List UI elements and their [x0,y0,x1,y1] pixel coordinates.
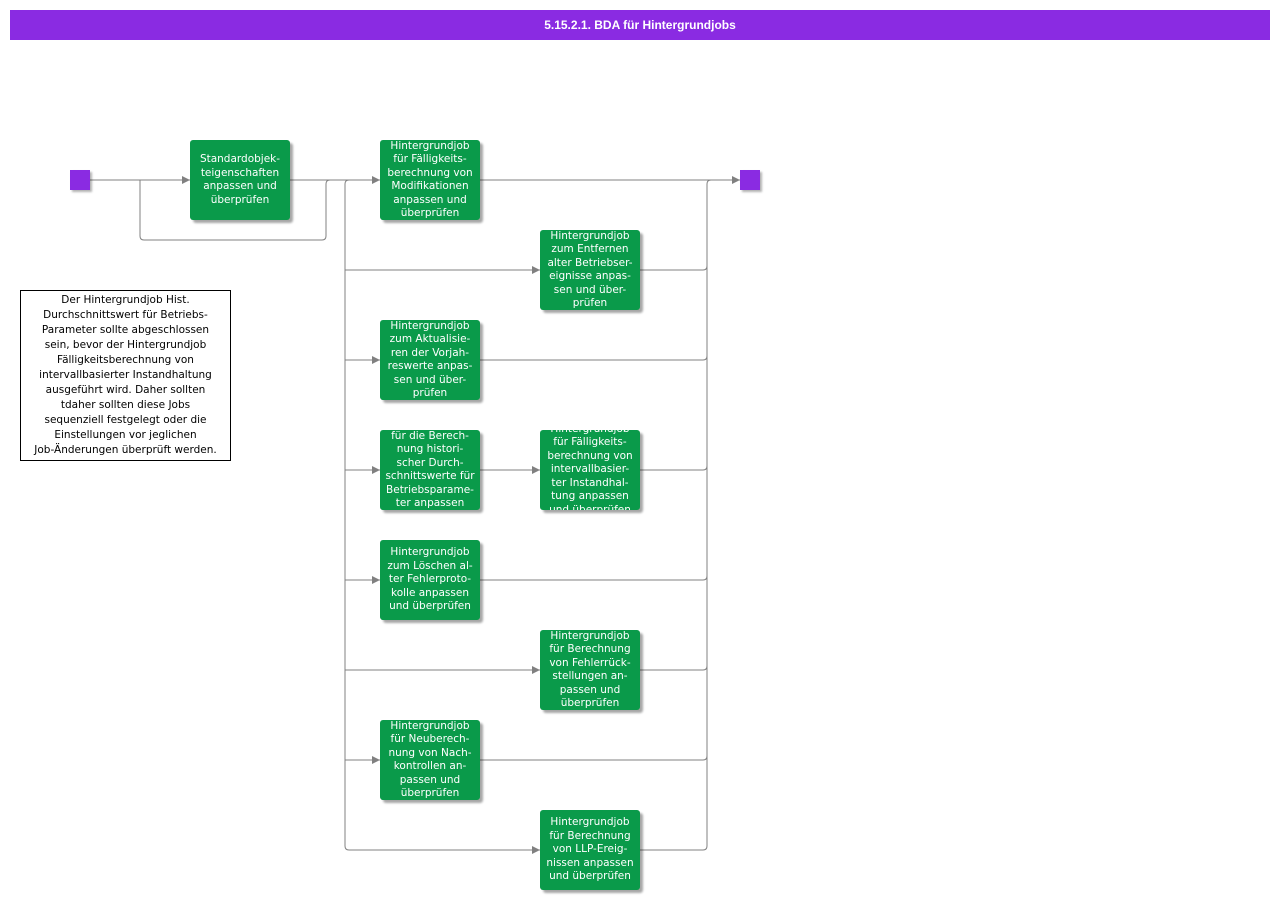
note-text: Der Hintergrundjob Hist. Durchschnittswe… [34,294,217,456]
node-error-provisions-label: Hintergrundjob für Berechnung von Fehler… [549,630,631,709]
node-recalc-follow-up-checks-label: Hintergrundjob für Neuberech- nung von N… [388,720,472,799]
edge-branch-2-to-join [640,265,708,271]
node-standard-object-properties[interactable]: Standardobjek- teigenschaften anpassen u… [190,140,290,220]
node-historical-averages[interactable]: für die Berech- nung histori- scher Durc… [380,430,480,510]
node-delete-old-error-logs[interactable]: Hintergrundjob zum Löschen al- ter Fehle… [380,540,480,620]
join-line [706,179,712,846]
node-remove-old-operating-events-label: Hintergrundjob zum Entfernen alter Betri… [547,230,633,309]
node-standard-object-properties-label: Standardobjek- teigenschaften anpassen u… [199,153,281,206]
node-historical-averages-label: für die Berech- nung histori- scher Durc… [385,430,475,509]
diagram-title-bar: 5.15.2.1. BDA für Hintergrundjobs [10,10,1270,40]
edge-branch-6-to-join [640,665,708,671]
node-remove-old-operating-events[interactable]: Hintergrundjob zum Entfernen alter Betri… [540,230,640,310]
note-box: Der Hintergrundjob Hist. Durchschnittswe… [20,290,231,461]
node-due-calc-interval-maintenance-label: Hintergrundjob für Fälligkeits- berechnu… [547,430,633,510]
end-node [740,170,760,190]
node-due-calc-modifications[interactable]: Hintergrundjob für Fälligkeits- berechnu… [380,140,480,220]
node-update-previous-year-values-label: Hintergrundjob zum Aktualisie- ren der V… [387,320,473,399]
node-due-calc-modifications-label: Hintergrundjob für Fälligkeits- berechnu… [387,140,473,219]
node-recalc-follow-up-checks[interactable]: Hintergrundjob für Neuberech- nung von N… [380,720,480,800]
edge-branch-5-to-join [480,575,708,581]
start-node [70,170,90,190]
node-due-calc-interval-maintenance[interactable]: Hintergrundjob für Fälligkeits- berechnu… [540,430,640,510]
edge-standard-bypass [139,179,331,241]
edge-branch-3-to-join [480,355,708,361]
diagram-title: 5.15.2.1. BDA für Hintergrundjobs [544,18,736,32]
edge-branch-8-to-join [640,845,708,851]
edge-branch-7-to-join [480,755,708,761]
edge-branch-4-to-join [640,465,708,471]
fork-line [344,179,350,851]
node-update-previous-year-values[interactable]: Hintergrundjob zum Aktualisie- ren der V… [380,320,480,400]
node-error-provisions[interactable]: Hintergrundjob für Berechnung von Fehler… [540,630,640,710]
node-delete-old-error-logs-label: Hintergrundjob zum Löschen al- ter Fehle… [387,546,473,613]
node-llp-events-label: Hintergrundjob für Berechnung von LLP-Er… [546,816,634,883]
node-llp-events[interactable]: Hintergrundjob für Berechnung von LLP-Er… [540,810,640,890]
